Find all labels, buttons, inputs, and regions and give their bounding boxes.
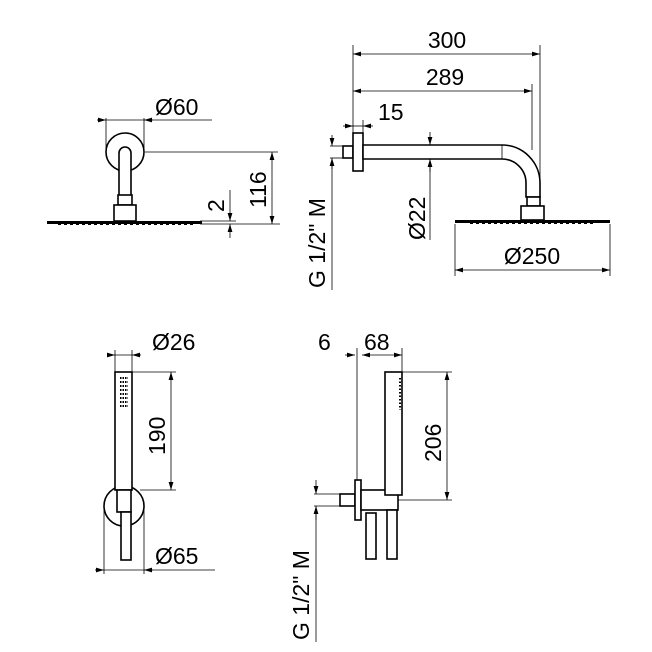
dim-thread: G 1/2" M: [304, 198, 330, 288]
dim-height-hand: 206: [420, 424, 446, 462]
wall-flange: [352, 132, 364, 172]
shower-arm: [362, 144, 541, 198]
head-front-view: Ø60 116 2: [47, 94, 280, 238]
dim-handle-diameter: Ø26: [152, 329, 195, 355]
dim-arm-length: 289: [426, 64, 464, 90]
hand-side-view: 6 68 206 G 1/2" M: [288, 329, 452, 642]
head-connector: [113, 204, 137, 222]
dim-height: 116: [245, 171, 271, 208]
dim-head-thickness: 2: [203, 199, 229, 212]
thread-nipple: [342, 145, 354, 159]
hose: [386, 509, 398, 560]
head-side-view: 300 289 15 Ø22 G 1/2" M Ø250: [304, 27, 611, 290]
hose: [120, 511, 132, 561]
dim-rosette-diameter: Ø60: [155, 94, 198, 120]
shower-head: [455, 220, 610, 223]
dim-flange-depth: 15: [378, 99, 404, 125]
hand-front-view: Ø26 190 Ø65: [95, 329, 215, 574]
dim-rosette-diameter-hand: Ø65: [155, 543, 198, 569]
dim-total-projection: 300: [428, 27, 466, 53]
arm-nut: [117, 194, 133, 206]
shower-arm: [118, 146, 132, 206]
dim-plate-thickness: 6: [318, 329, 331, 355]
shower-head: [47, 221, 202, 224]
wall-plate: [354, 479, 362, 521]
holder: [116, 489, 132, 513]
dim-head-diameter: Ø250: [504, 243, 560, 269]
dim-thread-hand: G 1/2" M: [288, 550, 314, 640]
hose-connector: [365, 512, 377, 560]
hand-shower: [384, 371, 403, 496]
head-connector: [520, 205, 545, 221]
dim-arm-diameter: Ø22: [404, 197, 430, 240]
thread-nipple: [339, 493, 356, 507]
dim-handle-length: 190: [144, 417, 170, 455]
dim-projection: 68: [364, 329, 390, 355]
arm-nut: [526, 196, 541, 207]
